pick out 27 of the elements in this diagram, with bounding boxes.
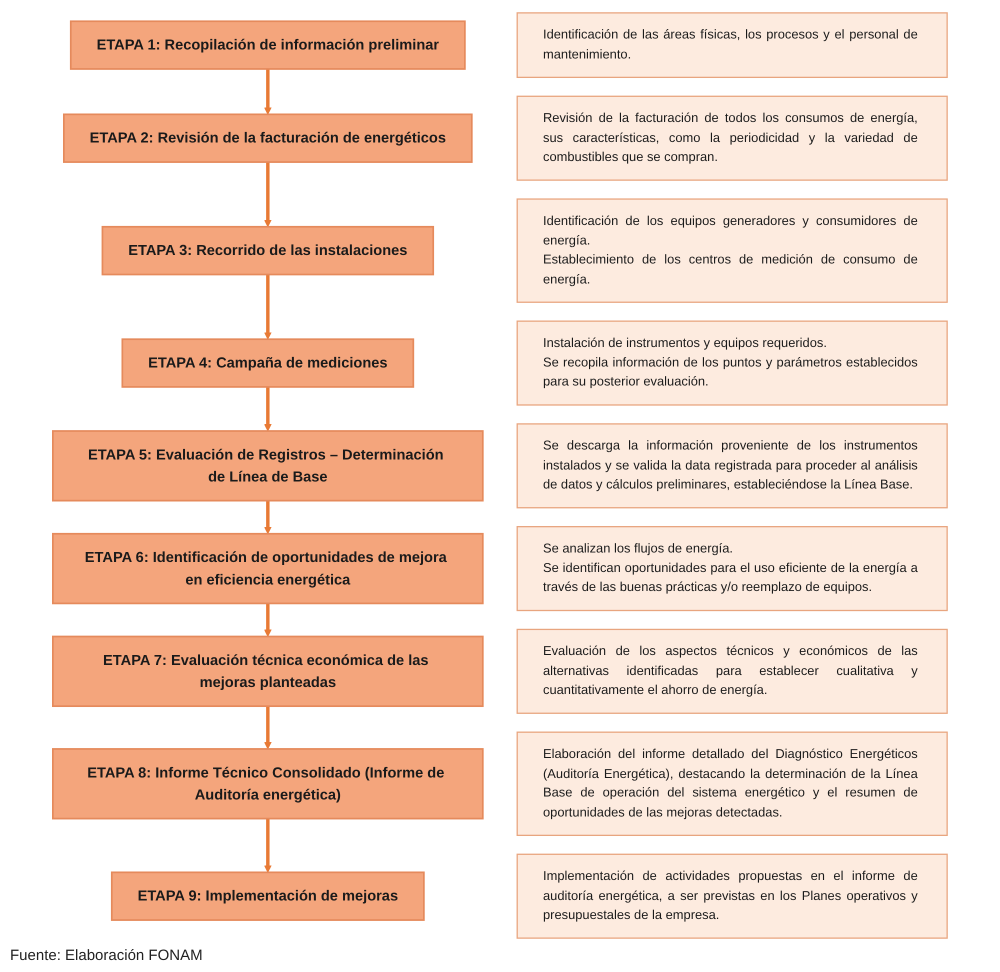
node-box: Identificación de las áreas físicas, los procesos y el personal de mantenimiento. xyxy=(516,12,948,78)
node-box: Implementación de actividades propuestas en el informe de auditoría energética, a ser previstas en los Planes operativos y presupuestales de la empresa. xyxy=(516,854,948,939)
node-box: Evaluación de los aspectos técnicos y económicos de las alternativas identificadas para establecer cualitativa y cuantitativamente el ahorro de energía. xyxy=(516,628,948,714)
arrow xyxy=(264,818,272,873)
arrow xyxy=(264,162,272,228)
node-box: ETAPA 2: Revisión de la facturación de energéticos xyxy=(63,113,473,163)
arrow xyxy=(264,706,272,750)
node-box: Revisión de la facturación de todos los consumos de energía, sus características, como la periodicidad y la variedad de combustibles que se compran. xyxy=(516,96,948,181)
arrow xyxy=(264,500,272,534)
node-box: Se analizan los flujos de energía. Se identifican oportunidades para el uso eficiente de la energía a través de las buenas prácticas y/o reemplazo de equipos. xyxy=(516,526,948,612)
node-box: Elaboración del informe detallado del Diagnóstico Energéticos (Auditoría Energética), destacando la determinación de la Línea Base de operación del sistema energético y el resumen de oportunidades de las mejoras detectadas. xyxy=(516,732,948,836)
node-box: ETAPA 9: Implementación de mejoras xyxy=(110,871,425,921)
arrow xyxy=(264,603,272,637)
node-box: ETAPA 7: Evaluación técnica económica de las mejoras planteadas xyxy=(52,636,484,708)
node-box: ETAPA 6: Identificación de oportunidades de mejora en eficiencia energética xyxy=(52,532,484,604)
arrow xyxy=(264,274,272,340)
node-box: ETAPA 1: Recopilación de información preliminar xyxy=(70,20,466,70)
arrow xyxy=(264,68,272,115)
node-box: Se descarga la información proveniente de los instrumentos instalados y se valida la data registrada para proceder al análisis de datos y cálculos preliminares, estableciéndose la Línea Base. xyxy=(516,423,948,508)
source-caption: Fuente: Elaboración FONAM xyxy=(10,947,204,964)
node-box: ETAPA 8: Informe Técnico Consolidado (Informe de Auditoría energética) xyxy=(52,748,484,820)
node-box: ETAPA 5: Evaluación de Registros – Determinación de Línea de Base xyxy=(52,430,484,502)
node-box: ETAPA 3: Recorrido de las instalaciones xyxy=(102,226,434,276)
node-box: Identificación de los equipos generadores y consumidores de energía. Establecimiento de los centros de medición de consumo de energía. xyxy=(516,198,948,303)
arrow xyxy=(264,386,272,432)
node-box: ETAPA 4: Campaña de mediciones xyxy=(121,338,414,388)
node-box: Instalación de instrumentos y equipos requeridos. Se recopila información de los puntos y parámetros establecidos para su posterior evaluación. xyxy=(516,320,948,406)
